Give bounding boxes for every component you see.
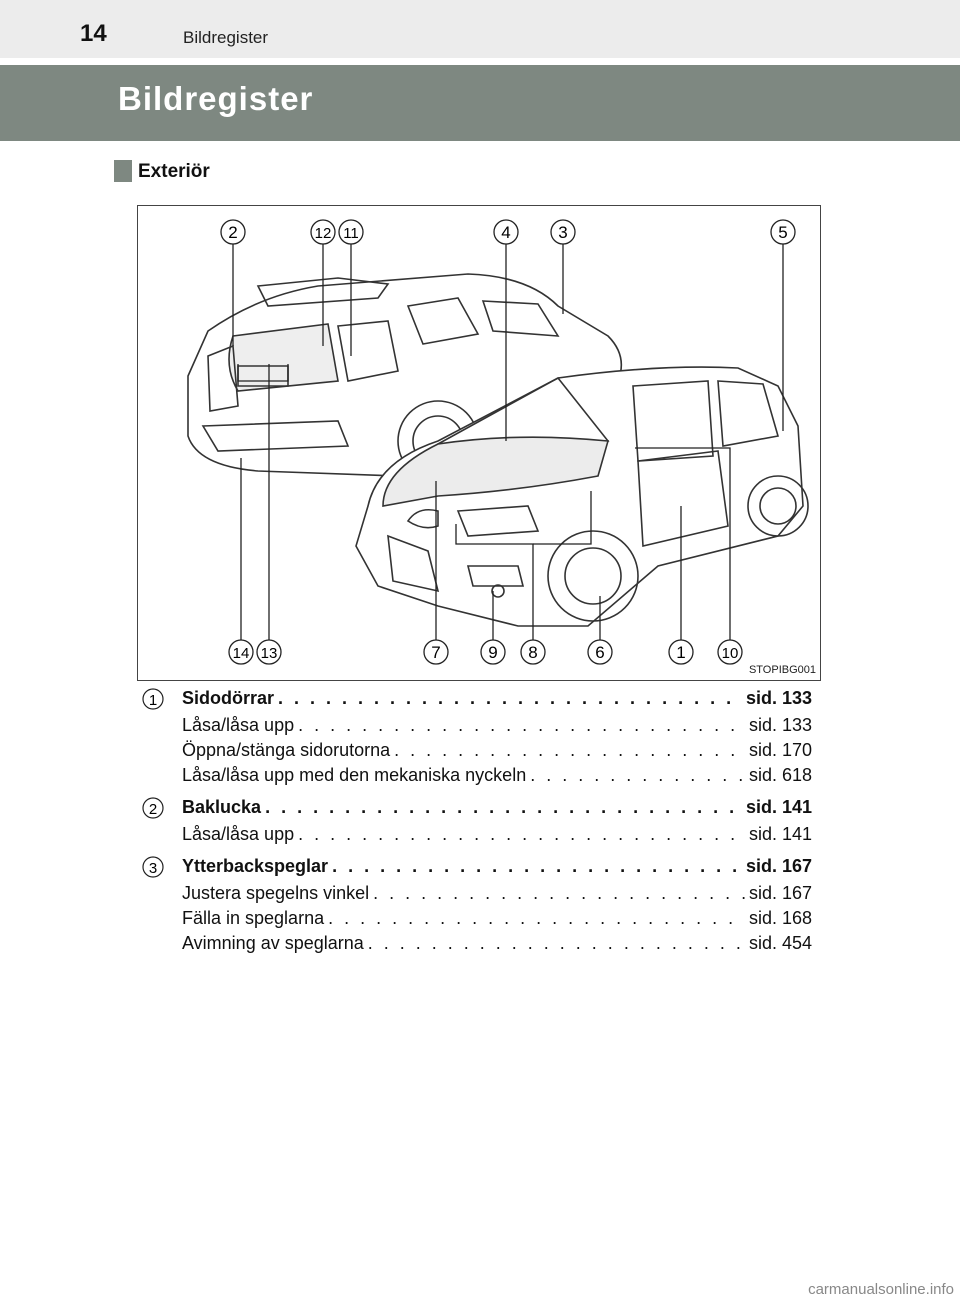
front-car-drawing [355, 366, 809, 627]
leader-dots [368, 933, 745, 954]
callout-markers-bottom: 14 13 7 9 8 6 1 10 [228, 639, 743, 665]
page-header [0, 0, 960, 58]
entry-item[interactable]: Låsa/låsa upp sid. 141 [182, 824, 812, 845]
entry-number-icon: 1 [142, 688, 164, 710]
callout-label: 3 [558, 223, 567, 242]
item-text: Fälla in speglarna [182, 908, 325, 928]
entry-item[interactable]: Avimning av speglarna sid. 454 [182, 933, 812, 954]
car-exterior-figure: 2 12 11 4 3 5 14 13 7 9 8 6 1 10 STOPIBG… [137, 205, 821, 681]
rear-car-drawing [187, 273, 623, 482]
entry-number: 2 [149, 801, 157, 818]
callout-13: 13 [256, 639, 282, 665]
callout-label: 13 [261, 645, 278, 662]
callout-label: 14 [233, 645, 250, 662]
item-text: Avimning av speglarna [182, 933, 364, 953]
entry-number-icon: 2 [142, 797, 164, 819]
leader-dots [278, 688, 742, 709]
item-text: Låsa/låsa upp [182, 715, 295, 735]
item-text: Öppna/stänga sidorutorna [182, 740, 391, 760]
callout-12: 12 [310, 219, 336, 245]
figure-id: STOPIBG001 [748, 664, 816, 676]
leader-dots [298, 824, 745, 845]
page-ref[interactable]: sid. 167 [748, 883, 812, 903]
callout-label: 10 [722, 645, 739, 662]
callout-label: 4 [501, 223, 510, 242]
callout-11: 11 [338, 219, 364, 245]
leader-dots [373, 883, 745, 904]
page-ref[interactable]: sid. 170 [748, 740, 812, 760]
leader-dots [328, 908, 745, 929]
entry-title-row[interactable]: Ytterbackspeglar sid. 167 [182, 856, 812, 877]
entry-title-row[interactable]: Sidodörrar sid. 133 [182, 688, 812, 709]
page-ref[interactable]: sid. 454 [748, 933, 812, 953]
page-ref[interactable]: sid. 167 [745, 856, 812, 876]
running-title: Bildregister [183, 28, 269, 47]
page-ref[interactable]: sid. 168 [748, 908, 812, 928]
footer-watermark: carmanualsonline.info [808, 1281, 954, 1298]
page-ref[interactable]: sid. 141 [748, 824, 812, 844]
entry-number: 3 [149, 860, 157, 877]
entry-title: Ytterbackspeglar [182, 856, 329, 876]
callout-3-top: 3 [550, 219, 576, 245]
entry-title: Sidodörrar [182, 688, 275, 708]
entry-item[interactable]: Låsa/låsa upp med den mekaniska nyckeln … [182, 765, 812, 786]
entry-item[interactable]: Öppna/stänga sidorutorna sid. 170 [182, 740, 812, 761]
page-ref[interactable]: sid. 618 [748, 765, 812, 785]
leader-dots [530, 765, 745, 786]
leader-dots [394, 740, 745, 761]
callout-label: 6 [595, 643, 604, 662]
chapter-banner [0, 65, 960, 141]
callout-label: 1 [676, 643, 685, 662]
callout-5: 5 [770, 219, 796, 245]
callout-label: 12 [315, 225, 332, 242]
callout-14: 14 [228, 639, 254, 665]
page-number: 14 [80, 20, 107, 47]
callout-8: 8 [520, 639, 546, 665]
callout-label: 7 [431, 643, 440, 662]
callout-7: 7 [423, 639, 449, 665]
page-ref[interactable]: sid. 133 [745, 688, 812, 708]
page-ref[interactable]: sid. 133 [748, 715, 812, 735]
section-label: Exteriör [138, 161, 210, 182]
callout-4: 4 [493, 219, 519, 245]
car-illustration: 2 12 11 4 3 5 14 13 7 9 8 6 1 10 [187, 219, 809, 665]
callout-label: 2 [228, 223, 237, 242]
callout-6: 6 [587, 639, 613, 665]
callout-9: 9 [480, 639, 506, 665]
leader-dots [298, 715, 745, 736]
entry-item[interactable]: Justera spegelns vinkel sid. 167 [182, 883, 812, 904]
callout-label: 9 [488, 643, 497, 662]
entry-item[interactable]: Låsa/låsa upp sid. 133 [182, 715, 812, 736]
page-ref[interactable]: sid. 141 [745, 797, 812, 817]
callout-1-bottom: 1 [668, 639, 694, 665]
callout-markers-top: 2 12 11 4 3 5 [220, 219, 796, 245]
entry-title-row[interactable]: Baklucka sid. 141 [182, 797, 812, 818]
entry-number: 1 [149, 692, 157, 709]
callout-label: 5 [778, 223, 787, 242]
callout-label: 11 [343, 225, 359, 242]
leader-dots [265, 797, 742, 818]
callout-2-top: 2 [220, 219, 246, 245]
callout-10: 10 [717, 639, 743, 665]
item-text: Låsa/låsa upp [182, 824, 295, 844]
item-text: Justera spegelns vinkel [182, 883, 370, 903]
leader-dots [332, 856, 742, 877]
entry-number-icon: 3 [142, 856, 164, 878]
entry-title: Baklucka [182, 797, 262, 817]
item-text: Låsa/låsa upp med den mekaniska nyckeln [182, 765, 527, 785]
entry-item[interactable]: Fälla in speglarna sid. 168 [182, 908, 812, 929]
chapter-title: Bildregister [118, 80, 314, 117]
callout-label: 8 [528, 643, 537, 662]
section-square-icon [114, 160, 132, 182]
callout-leader-lines [232, 244, 784, 640]
